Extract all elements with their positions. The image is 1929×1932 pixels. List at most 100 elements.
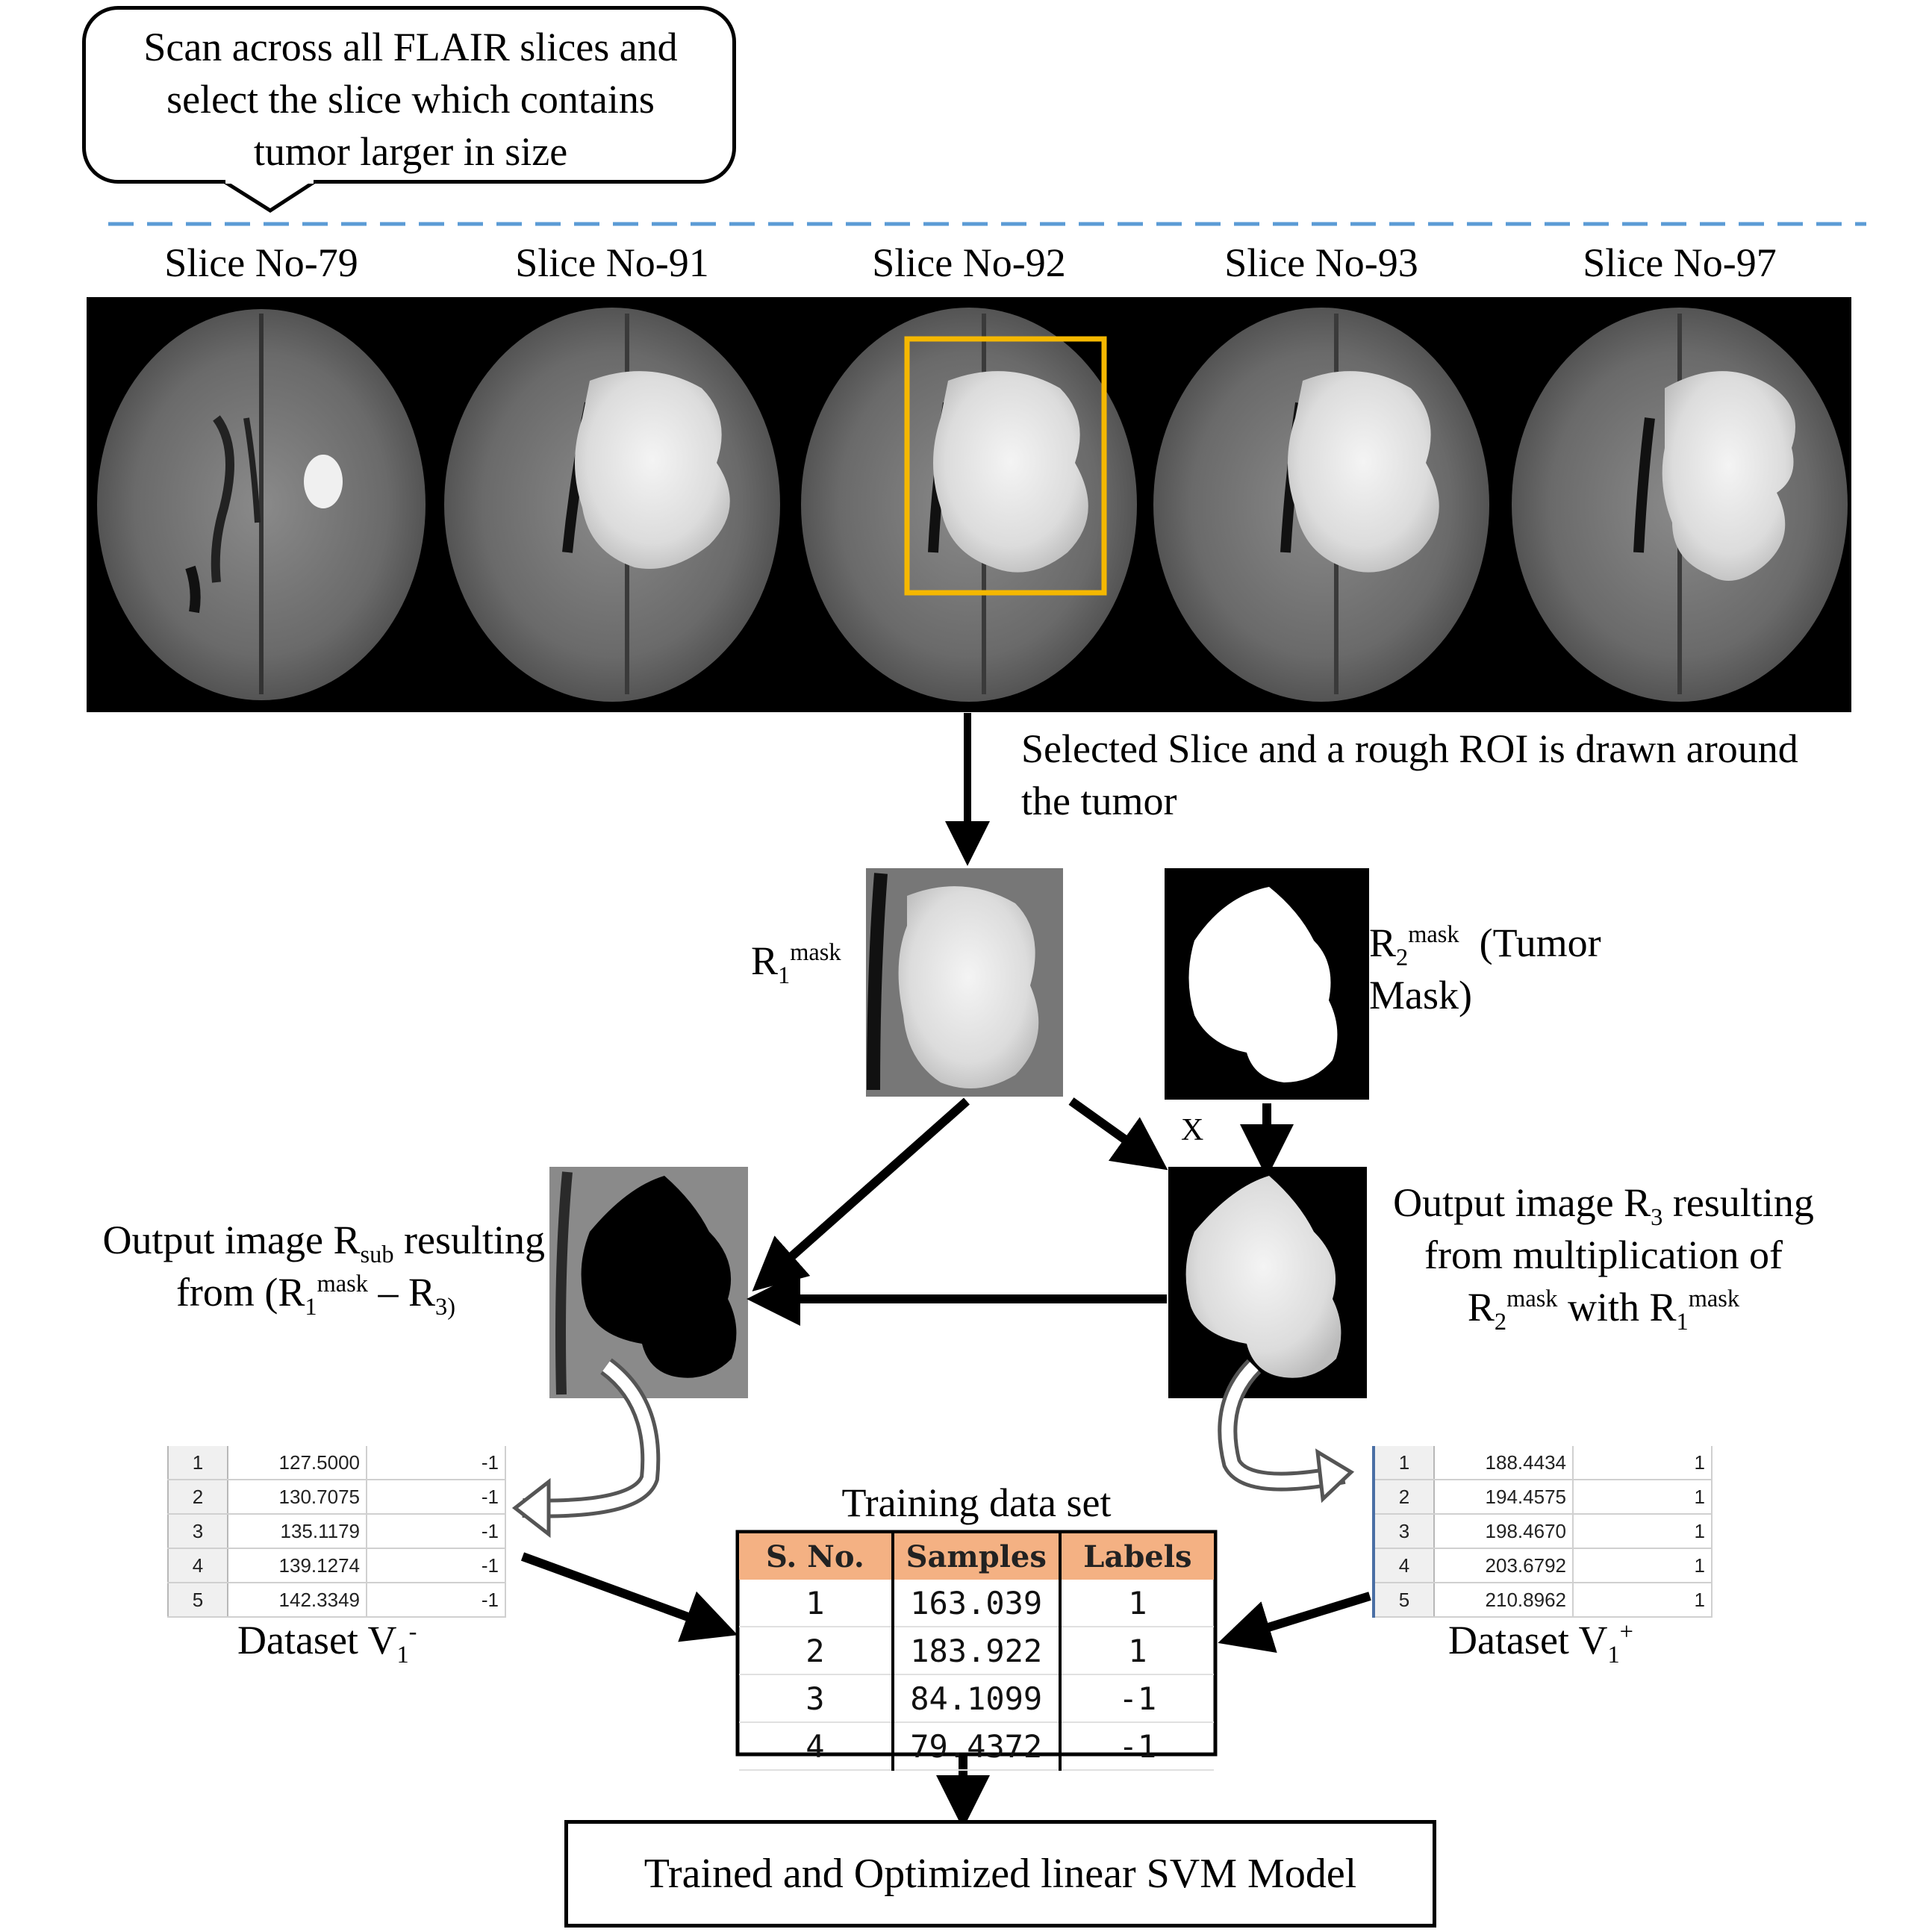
rsub-line2-sub: 1 bbox=[305, 1293, 317, 1321]
training-title: Training data set bbox=[841, 1480, 1112, 1525]
row-value: 127.5000 bbox=[228, 1446, 367, 1480]
row-value: 210.8962 bbox=[1434, 1583, 1574, 1618]
cell-sno: 3 bbox=[739, 1674, 894, 1723]
r3-line1-sub: 3 bbox=[1651, 1203, 1663, 1231]
cell-sample: 183.922 bbox=[892, 1627, 1062, 1675]
slice-label-93: Slice No-93 bbox=[1224, 240, 1418, 285]
r3-label: Output image R3 resulting from multiplic… bbox=[1372, 1177, 1835, 1336]
row-value: 198.4670 bbox=[1434, 1514, 1574, 1549]
r3-line1-b: resulting bbox=[1672, 1180, 1814, 1225]
rsub-line2-sup: mask bbox=[317, 1271, 368, 1297]
training-header-row: S. No. Samples Labels bbox=[739, 1533, 1214, 1580]
r3-line3-b: with R bbox=[1568, 1285, 1677, 1330]
brain-slice-93 bbox=[1153, 308, 1489, 702]
cell-sno: 2 bbox=[739, 1627, 894, 1675]
header-sno: S. No. bbox=[739, 1533, 894, 1580]
r2-label-text2: Mask) bbox=[1369, 973, 1472, 1018]
row-value: 142.3349 bbox=[228, 1583, 367, 1618]
row-index: 5 bbox=[1374, 1583, 1435, 1618]
row-index: 1 bbox=[1374, 1446, 1435, 1480]
selected-slice-line1: Selected Slice and a rough ROI is drawn … bbox=[1021, 726, 1798, 771]
multiply-symbol: X bbox=[1181, 1113, 1204, 1147]
r3-line3-sup2: mask bbox=[1688, 1286, 1740, 1312]
row-label: -1 bbox=[367, 1480, 506, 1515]
row-value: 135.1179 bbox=[228, 1514, 367, 1549]
slice-label-97: Slice No-97 bbox=[1583, 240, 1777, 285]
row-label: 1 bbox=[1573, 1548, 1713, 1583]
roi-box bbox=[904, 336, 1107, 596]
row-value: 139.1274 bbox=[228, 1548, 367, 1583]
callout-tail bbox=[222, 179, 317, 213]
row-index: 3 bbox=[1374, 1514, 1435, 1549]
row-index: 2 bbox=[1374, 1480, 1435, 1515]
row-index: 5 bbox=[168, 1583, 228, 1618]
r2-label-sub: 2 bbox=[1396, 944, 1409, 971]
selected-slice-note: Selected Slice and a rough ROI is drawn … bbox=[1021, 723, 1798, 827]
r1-label-sup: mask bbox=[790, 939, 841, 966]
r1-label-base: R bbox=[751, 938, 779, 983]
cell-label: -1 bbox=[1059, 1722, 1214, 1771]
dataset-neg-label: Dataset V1- bbox=[237, 1614, 417, 1668]
row-value: 203.6792 bbox=[1434, 1548, 1574, 1583]
dataset-pos-label: Dataset V1+ bbox=[1448, 1614, 1633, 1668]
row-index: 4 bbox=[1374, 1548, 1435, 1583]
r3-line3-a: R bbox=[1467, 1285, 1495, 1330]
cell-sample: 163.039 bbox=[892, 1580, 1062, 1627]
dataset-neg-label-base: Dataset V bbox=[237, 1618, 397, 1663]
row-value: 194.4575 bbox=[1434, 1480, 1574, 1515]
r3-line3-sup: mask bbox=[1506, 1286, 1558, 1312]
r3-line3-sub: 2 bbox=[1494, 1308, 1507, 1336]
selected-slice-line2: the tumor bbox=[1021, 779, 1177, 823]
slice-label-91: Slice No-91 bbox=[515, 240, 709, 285]
row-label: 1 bbox=[1573, 1583, 1713, 1618]
cell-label: 1 bbox=[1059, 1627, 1214, 1675]
r3-line1-a: Output image R bbox=[1393, 1180, 1651, 1225]
cell-label: 1 bbox=[1059, 1580, 1214, 1627]
row-label: 1 bbox=[1573, 1446, 1713, 1480]
cell-sno: 4 bbox=[739, 1722, 894, 1771]
arrow-r1-to-r3 bbox=[1068, 1097, 1168, 1171]
cell-sno: 1 bbox=[739, 1580, 894, 1627]
dataset-pos-label-sup: + bbox=[1619, 1618, 1633, 1645]
slice-label-79: Slice No-79 bbox=[164, 240, 358, 285]
arrow-neg-to-train bbox=[520, 1552, 738, 1642]
svm-model-box bbox=[564, 1820, 1436, 1928]
callout-text: Scan across all FLAIR slices and select … bbox=[143, 25, 678, 174]
dataset-pos-label-base: Dataset V bbox=[1448, 1618, 1608, 1663]
row-value: 188.4434 bbox=[1434, 1446, 1574, 1480]
callout-box bbox=[82, 6, 736, 184]
brain-slice-97 bbox=[1512, 308, 1848, 702]
r3-line2: from multiplication of bbox=[1424, 1233, 1783, 1277]
r1-label-sub: 1 bbox=[778, 962, 791, 989]
dataset-pos-label-sub: 1 bbox=[1607, 1641, 1620, 1668]
r2-label-sup: mask bbox=[1408, 921, 1459, 948]
rsub-image bbox=[549, 1167, 748, 1398]
r1-mask-image bbox=[866, 868, 1063, 1097]
r3-image bbox=[1168, 1167, 1367, 1398]
rsub-line2-a: from (R bbox=[175, 1270, 305, 1315]
dataset-neg-label-sub: 1 bbox=[396, 1641, 409, 1668]
brain-slice-79 bbox=[97, 309, 426, 700]
row-value: 130.7075 bbox=[228, 1480, 367, 1515]
row-label: -1 bbox=[367, 1583, 506, 1618]
row-index: 1 bbox=[168, 1446, 228, 1480]
row-label: -1 bbox=[367, 1548, 506, 1583]
